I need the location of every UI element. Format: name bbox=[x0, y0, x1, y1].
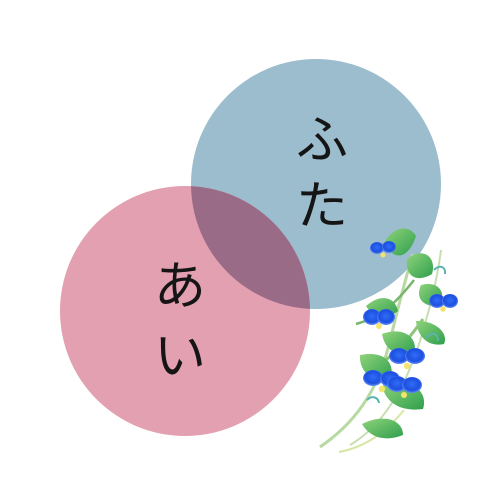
dayflower-illustration bbox=[319, 228, 458, 453]
top-char-2: た bbox=[295, 177, 348, 237]
top-char-1: ふ bbox=[295, 111, 348, 171]
top-vertical-word: ふ た bbox=[292, 108, 352, 240]
bottom-char-2: い bbox=[153, 327, 206, 387]
overlap-area bbox=[191, 186, 310, 309]
bottom-char-1: あ bbox=[153, 257, 206, 317]
bottom-vertical-word: あ い bbox=[150, 252, 210, 392]
